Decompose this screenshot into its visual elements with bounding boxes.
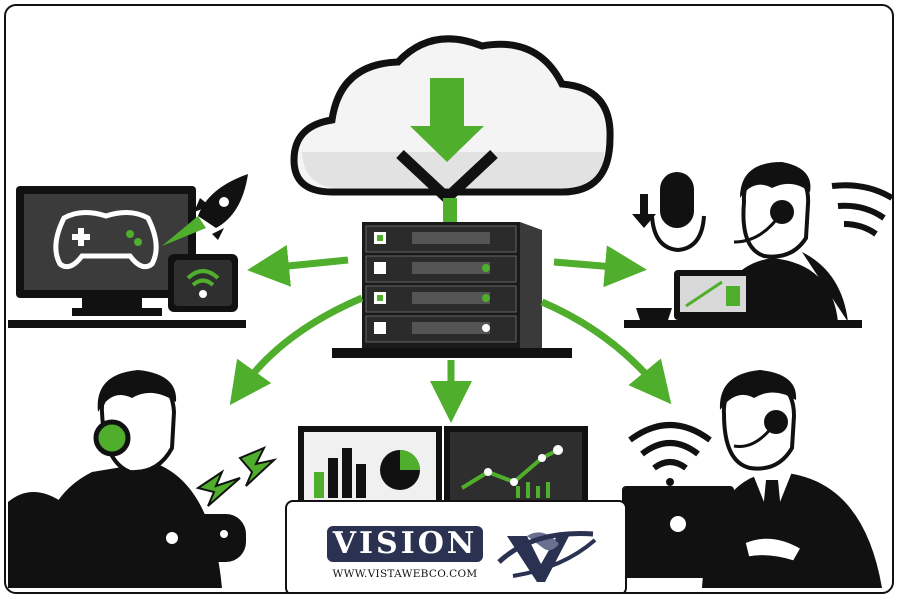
network-diagram <box>8 35 892 588</box>
distribution-arrows <box>229 245 672 423</box>
illustration-frame: VISION WWW.VISTAWEBCO.COM <box>4 4 894 594</box>
brand-wordmark: VISION <box>327 526 483 562</box>
remote-worker-person <box>614 370 882 588</box>
website-url: WWW.VISTAWEBCO.COM <box>332 568 478 580</box>
wifi-icon <box>628 422 712 486</box>
microphone-icon <box>632 172 706 253</box>
brand-logo-box: VISION WWW.VISTAWEBCO.COM <box>285 500 627 592</box>
lightning-icon <box>195 446 278 507</box>
rocket-icon <box>162 174 248 246</box>
analytics-dashboard-icon <box>298 426 588 502</box>
sound-waves-icon <box>831 182 892 237</box>
wifi-router-icon <box>168 254 238 312</box>
gaming-monitor-icon <box>8 186 246 328</box>
server-rack-icon <box>332 198 572 358</box>
gamer-person <box>8 370 246 588</box>
vision-logo-mark-icon <box>497 531 597 582</box>
laptop-icon <box>624 270 862 328</box>
cloud-download-icon <box>290 35 614 206</box>
